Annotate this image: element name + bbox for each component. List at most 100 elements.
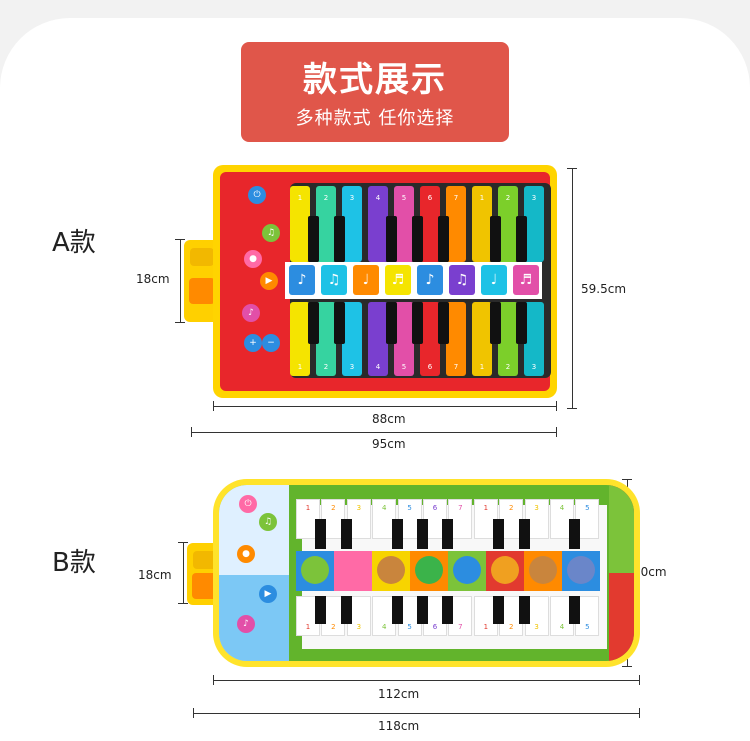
black-key[interactable] <box>518 596 530 624</box>
key-bottom[interactable]: 1 <box>290 302 310 376</box>
variant-b-label: B款 <box>52 548 96 578</box>
mat-b-sky-decoration <box>219 575 289 661</box>
black-key[interactable] <box>417 519 428 549</box>
black-key[interactable] <box>516 302 527 344</box>
key-number: 4 <box>559 504 565 512</box>
animal-cell[interactable] <box>562 551 600 591</box>
black-key[interactable] <box>391 596 403 624</box>
key-bottom[interactable]: 3 <box>524 302 544 376</box>
key-bottom[interactable]: 3 <box>342 302 362 376</box>
key-number: 6 <box>427 363 433 371</box>
frog-icon <box>301 556 329 584</box>
volume-up-icon: + <box>244 334 262 352</box>
tick <box>213 401 214 411</box>
black-key[interactable] <box>315 519 327 549</box>
black-key[interactable] <box>334 302 345 344</box>
key-top[interactable]: 6 <box>420 186 440 262</box>
black-key[interactable] <box>516 216 527 262</box>
key-top[interactable]: 2 <box>498 186 518 262</box>
animal-cell[interactable] <box>486 551 524 591</box>
black-key[interactable] <box>569 596 581 624</box>
keyboard-icon[interactable]: ♫ <box>449 265 475 295</box>
black-key[interactable] <box>417 596 428 624</box>
black-key[interactable] <box>334 216 345 262</box>
key-bottom[interactable]: 2 <box>316 302 336 376</box>
black-key[interactable] <box>315 596 327 624</box>
black-key[interactable] <box>308 216 319 262</box>
key-bottom[interactable]: 6 <box>420 302 440 376</box>
banner-title: 款式展示 <box>303 60 447 100</box>
black-key[interactable] <box>412 302 423 344</box>
speaker-grill <box>190 248 214 266</box>
black-key[interactable] <box>493 596 505 624</box>
key-number: 1 <box>305 623 311 631</box>
animal-cell[interactable] <box>372 551 410 591</box>
black-key[interactable] <box>490 216 501 262</box>
key-number: 4 <box>375 194 381 202</box>
key-top[interactable]: 4 <box>368 186 388 262</box>
tick <box>622 479 632 480</box>
key-number: 6 <box>427 194 433 202</box>
accordion-icon[interactable]: ♬ <box>513 265 539 295</box>
black-key[interactable] <box>308 302 319 344</box>
banner-subtitle: 多种款式 任你选择 <box>295 108 455 129</box>
black-key[interactable] <box>490 302 501 344</box>
key-number: 1 <box>483 504 489 512</box>
mat-b-right-panel <box>609 485 634 661</box>
violin-icon[interactable]: ♩ <box>481 265 507 295</box>
guitar-icon[interactable]: ♫ <box>321 265 347 295</box>
key-number: 6 <box>432 504 438 512</box>
dim-total-width-b: 118cm <box>378 719 420 733</box>
flute-icon[interactable]: ♩ <box>353 265 379 295</box>
key-number: 3 <box>534 504 539 512</box>
speaker-pad <box>189 278 215 304</box>
key-top[interactable]: 3 <box>524 186 544 262</box>
black-key[interactable] <box>438 302 449 344</box>
black-key[interactable] <box>518 519 530 549</box>
volume-down-icon: − <box>262 334 280 352</box>
key-number: 4 <box>375 363 381 371</box>
black-key[interactable] <box>340 596 352 624</box>
key-top[interactable]: 2 <box>316 186 336 262</box>
key-top[interactable]: 1 <box>472 186 492 262</box>
black-key[interactable] <box>569 519 581 549</box>
key-number: 3 <box>349 363 355 371</box>
trumpet-icon[interactable]: ♪ <box>417 265 443 295</box>
animal-cell[interactable] <box>334 551 372 591</box>
key-number: 5 <box>401 363 407 371</box>
black-key[interactable] <box>412 216 423 262</box>
key-bottom[interactable]: 7 <box>446 302 466 376</box>
key-number: 2 <box>508 504 514 512</box>
key-number: 1 <box>479 194 485 202</box>
key-bottom[interactable]: 1 <box>472 302 492 376</box>
key-top[interactable]: 5 <box>394 186 414 262</box>
animal-cell[interactable] <box>448 551 486 591</box>
black-key[interactable] <box>386 216 397 262</box>
animal-cell[interactable] <box>410 551 448 591</box>
animal-cell[interactable] <box>296 551 334 591</box>
black-key[interactable] <box>442 596 454 624</box>
harp-icon[interactable]: ♬ <box>385 265 411 295</box>
key-number: 4 <box>381 623 387 631</box>
key-number: 7 <box>458 504 463 512</box>
mat-b-control-panel: ⏻ ♫ ● ▶ ♪ <box>219 485 289 661</box>
key-bottom[interactable]: 2 <box>498 302 518 376</box>
speaker-grill <box>193 551 217 569</box>
key-top[interactable]: 1 <box>290 186 310 262</box>
black-key[interactable] <box>386 302 397 344</box>
black-key[interactable] <box>438 216 449 262</box>
key-top[interactable]: 7 <box>446 186 466 262</box>
key-top[interactable]: 3 <box>342 186 362 262</box>
black-key[interactable] <box>340 519 352 549</box>
black-key[interactable] <box>442 519 454 549</box>
piano-icon[interactable]: ♪ <box>289 265 315 295</box>
key-bottom[interactable]: 5 <box>394 302 414 376</box>
key-bottom[interactable]: 4 <box>368 302 388 376</box>
animal-cell[interactable] <box>524 551 562 591</box>
black-key[interactable] <box>391 519 403 549</box>
dim-line-total-width-b <box>193 713 640 714</box>
key-number: 4 <box>559 623 565 631</box>
key-number: 2 <box>323 363 329 371</box>
power-icon: ⏻ <box>248 186 266 204</box>
black-key[interactable] <box>493 519 505 549</box>
